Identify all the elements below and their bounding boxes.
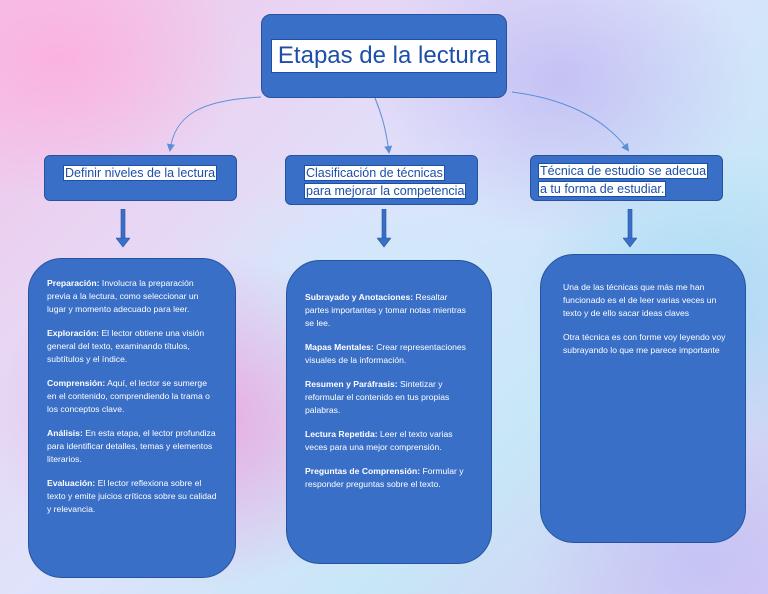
list-item: Evaluación: El lector reflexiona sobre e… [47,478,217,514]
list-item: Lectura Repetida: Leer el texto varias v… [305,429,453,452]
page-title: Etapas de la lectura [270,39,498,73]
branch-panel-2: Subrayado y Anotaciones: Resaltar partes… [286,260,492,564]
branch-heading-text: Técnica de estudio se adecua a tu forma … [538,163,709,197]
list-item: Resumen y Paráfrasis: Sintetizar y refor… [305,379,450,415]
list-item: Análisis: En esta etapa, el lector profu… [47,428,216,464]
branch-heading-3: Técnica de estudio se adecua a tu forma … [530,155,723,201]
list-item: Preguntas de Comprensión: Formular y res… [305,466,464,489]
list-item: Otra técnica es con forme voy leyendo vo… [563,332,726,355]
connector-left [166,96,262,152]
list-item: Preparación: Involucra la preparación pr… [47,278,199,314]
branch-heading-text: Clasificación de técnicas para mejorar l… [304,165,467,199]
list-item: Mapas Mentales: Crear representaciones v… [305,342,466,365]
title-box: Etapas de la lectura [261,14,507,98]
branch-panel-1: Preparación: Involucra la preparación pr… [28,258,236,578]
list-item: Comprensión: Aquí, el lector se sumerge … [47,378,210,414]
connector-center [374,97,393,154]
list-item: Una de las técnicas que más me han funci… [563,282,717,318]
down-arrow-icon [377,209,391,248]
branch-panel-3: Una de las técnicas que más me han funci… [540,254,746,543]
branch-heading-2: Clasificación de técnicas para mejorar l… [285,155,478,205]
down-arrow-icon [116,209,130,248]
connector-right [511,91,630,152]
branch-heading-text: Definir niveles de la lectura [63,165,218,181]
branch-heading-1: Definir niveles de la lectura [44,155,237,201]
list-item: Subrayado y Anotaciones: Resaltar partes… [305,292,466,328]
down-arrow-icon [623,209,637,248]
list-item: Exploración: El lector obtiene una visió… [47,328,205,364]
